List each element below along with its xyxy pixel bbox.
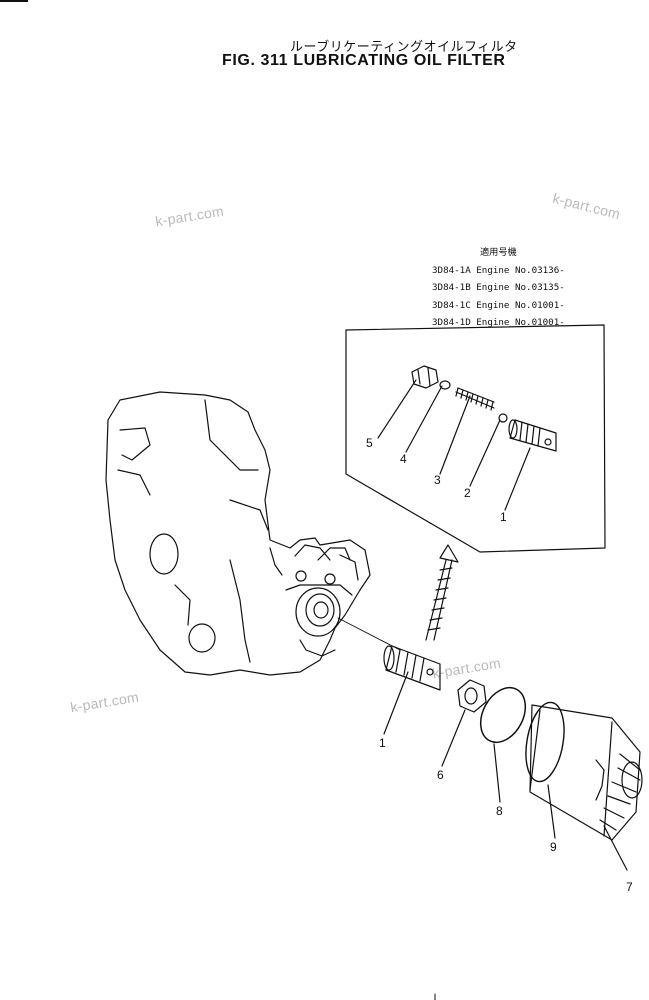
corner-mark — [0, 0, 28, 2]
applicability-line: 3D84-1B Engine No.03135- — [432, 282, 565, 293]
assembly-axis — [337, 617, 401, 651]
applicability-line: 3D84-1D Engine No.01001- — [432, 317, 565, 328]
callout-number: 9 — [550, 840, 557, 854]
callout-number: 8 — [496, 804, 503, 818]
leader-2 — [469, 419, 501, 487]
part-9-filter-element — [525, 701, 643, 841]
applicability-line: 3D84-1A Engine No.03136- — [432, 264, 565, 276]
figure-title: FIG. 311 LUBRICATING OIL FILTER — [222, 52, 506, 69]
part-8-o-ring — [479, 686, 527, 744]
part-6-nut — [457, 679, 487, 713]
applicability-line: 3D84-1C Engine No.01001- — [432, 299, 565, 311]
leader-6 — [441, 709, 466, 767]
callout-number: 4 — [400, 452, 407, 466]
callout-number: 3 — [434, 473, 441, 487]
callout-number: 1 — [500, 510, 507, 524]
part-1-connector-pipe — [383, 645, 441, 691]
callout-number: 7 — [626, 880, 633, 894]
inset-frame — [345, 324, 606, 553]
leader-1-inset — [504, 447, 531, 511]
leader-5 — [377, 379, 417, 439]
leader-9 — [547, 784, 556, 839]
title-japanese: ルーブリケーティングオイルフィルタ — [290, 40, 518, 55]
callout-number: 6 — [437, 768, 444, 782]
applicability-header: 適用号機 — [480, 247, 517, 258]
leader-8 — [493, 743, 501, 803]
leader-1-main — [383, 671, 409, 735]
inset-part-4-washer — [439, 380, 451, 390]
inset-part-5-plug — [411, 365, 439, 389]
callout-number: 5 — [366, 436, 373, 450]
applicability-table: 適用号機 3D84-1A Engine No.03136- 3D84-1B En… — [432, 244, 565, 332]
inset-part-1-pipe — [508, 419, 557, 452]
engine-housing — [105, 391, 371, 676]
leader-4 — [405, 385, 443, 453]
callout-number: 2 — [464, 486, 471, 500]
inset-part-3-spring — [455, 387, 495, 411]
leader-3 — [439, 395, 471, 475]
inset-part-2-ball — [498, 413, 508, 423]
callout-number: 1 — [379, 736, 386, 750]
leader-7 — [603, 825, 628, 871]
direction-arrow — [425, 544, 459, 641]
